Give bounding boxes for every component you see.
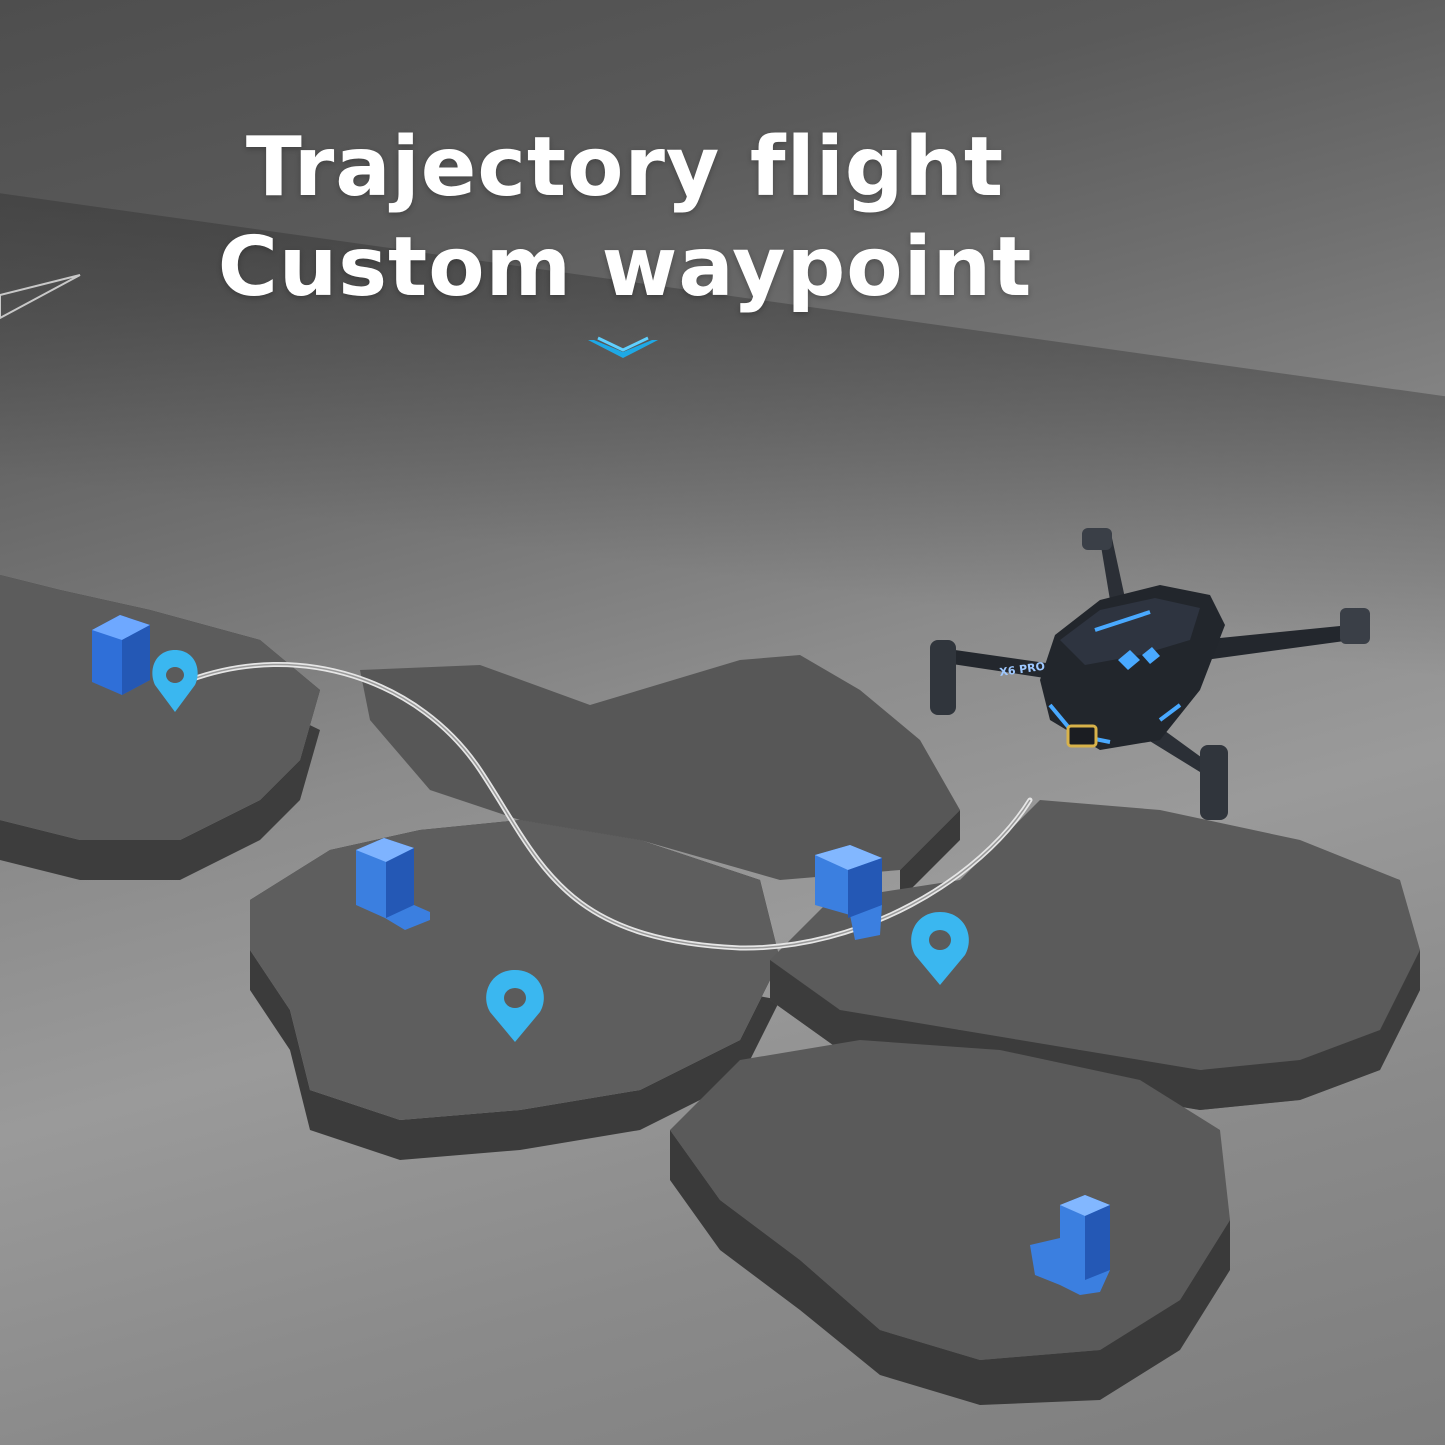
headline-line-1: Trajectory flight: [245, 120, 1005, 215]
trajectory-path-shade: [189, 663, 1031, 949]
motor: [1340, 608, 1370, 644]
camera-lens: [1066, 724, 1098, 748]
map-tile-center-top: [360, 655, 960, 900]
map-tile-east: [770, 800, 1420, 1110]
map-tile-west: [0, 575, 320, 880]
map-tile-south: [670, 1040, 1230, 1405]
building-icon: [92, 615, 150, 695]
headline: Trajectory flight Custom waypoint: [0, 118, 1250, 318]
waypoint-pin-icon: [152, 650, 198, 712]
motor: [930, 640, 956, 715]
building-icon: [815, 845, 882, 940]
drone-icon: X6 PRO: [930, 528, 1370, 820]
paper-plane-sketch: [0, 274, 81, 320]
waypoint-pin-icon: [911, 912, 969, 985]
motor: [1200, 745, 1228, 820]
waypoint-pin-icon: [486, 970, 544, 1042]
chevron-down-icon: [588, 336, 658, 358]
building-icon: [356, 838, 430, 930]
motor: [1082, 528, 1112, 550]
headline-line-2: Custom waypoint: [217, 220, 1033, 315]
drone-model-label: X6 PRO: [999, 660, 1046, 679]
building-icon: [1030, 1195, 1110, 1295]
